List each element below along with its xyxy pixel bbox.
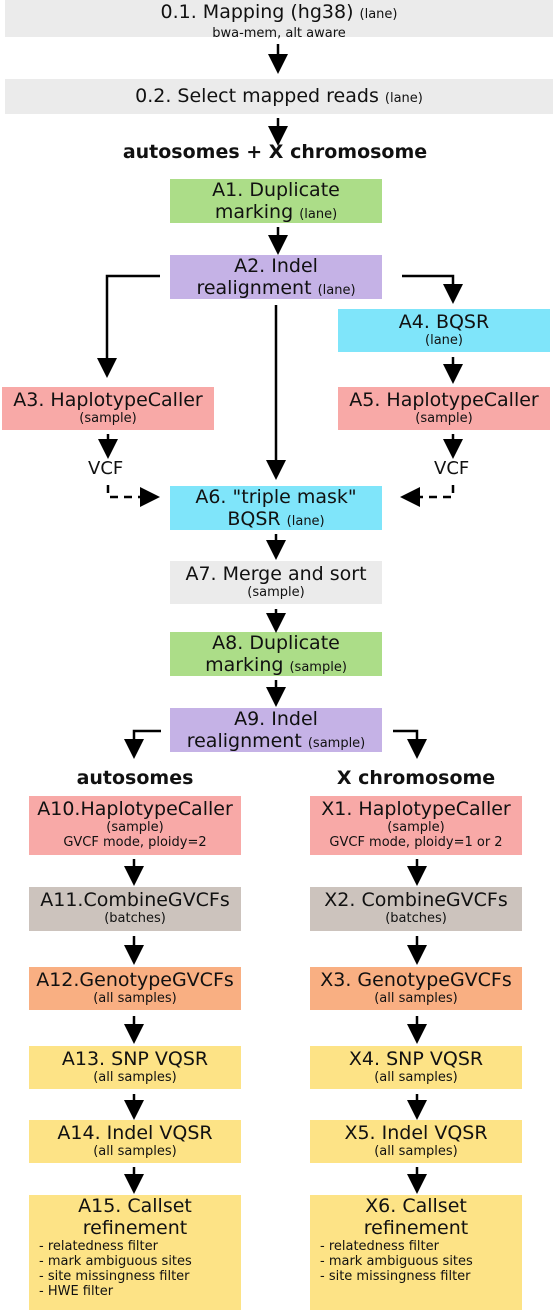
step-select-mapped-tag: (lane) xyxy=(384,91,423,106)
step-a13-snp-vqsr: A13. SNP VQSR (all samples) xyxy=(29,1046,241,1089)
step-select-mapped-title: 0.2. Select mapped reads xyxy=(135,85,379,107)
step-a11-combinegvcfs: A11.CombineGVCFs (batches) xyxy=(29,887,241,931)
x3-title: X3. GenotypeGVCFs xyxy=(320,969,512,991)
heading-x-chromosome: X chromosome xyxy=(336,767,496,789)
a1-tag: (lane) xyxy=(299,207,338,222)
vcf-right-label: VCF xyxy=(434,458,470,479)
x2-title: X2. CombineGVCFs xyxy=(324,889,508,911)
arrow-vcf-left-to-a6 xyxy=(106,485,160,507)
step-a6-triple-mask-bqsr: A6. "triple mask" BQSR (lane) xyxy=(170,486,382,530)
a11-title: A11.CombineGVCFs xyxy=(40,889,230,911)
a15-line1: A15. Callset xyxy=(78,1195,192,1217)
step-mapping: 0.1. Mapping (hg38) (lane) bwa-mem, alt … xyxy=(5,0,553,41)
a6-tag: (lane) xyxy=(286,514,325,529)
step-mapping-sub: bwa-mem, alt aware xyxy=(212,26,346,41)
vcf-left-label: VCF xyxy=(88,458,124,479)
x4-title: X4. SNP VQSR xyxy=(348,1048,484,1070)
a13-sub: (all samples) xyxy=(93,1070,177,1085)
a7-title: A7. Merge and sort xyxy=(185,563,367,585)
a15-item: - mark ambiguous sites xyxy=(39,1254,192,1269)
a9-line2: realignment xyxy=(186,730,302,752)
step-x5-indel-vqsr: X5. Indel VQSR (all samples) xyxy=(310,1120,522,1163)
x5-title: X5. Indel VQSR xyxy=(344,1122,488,1144)
a10-sub2: GVCF mode, ploidy=2 xyxy=(63,835,207,850)
a1-line2: marking xyxy=(214,201,294,223)
step-a7-merge-sort: A7. Merge and sort (sample) xyxy=(170,561,382,604)
step-a3-haplotypecaller: A3. HaplotypeCaller (sample) xyxy=(2,387,214,430)
arrow-a9-to-autosomes xyxy=(124,729,161,759)
step-x3-genotypegvcfs: X3. GenotypeGVCFs (all samples) xyxy=(310,967,522,1010)
x6-item: - site missingness filter xyxy=(320,1269,471,1284)
step-a9-indel-realignment: A9. Indel realignment (sample) xyxy=(170,708,382,752)
x5-sub: (all samples) xyxy=(374,1144,458,1159)
x4-sub: (all samples) xyxy=(374,1070,458,1085)
a14-sub: (all samples) xyxy=(93,1144,177,1159)
x2-sub: (batches) xyxy=(385,911,447,926)
arrow-a9-to-x xyxy=(393,729,427,759)
x6-line1: X6. Callset xyxy=(365,1195,467,1217)
step-a8-duplicate-marking: A8. Duplicate marking (sample) xyxy=(170,632,382,676)
a10-title: A10.HaplotypeCaller xyxy=(37,798,233,820)
step-mapping-title: 0.1. Mapping (hg38) xyxy=(160,1,354,23)
a15-item: - HWE filter xyxy=(39,1284,114,1299)
a2-tag: (lane) xyxy=(317,283,356,298)
step-mapping-tag: (lane) xyxy=(359,7,398,22)
a5-sub: (sample) xyxy=(415,411,473,426)
x3-sub: (all samples) xyxy=(374,991,458,1006)
arrow-a2-to-a3 xyxy=(97,274,160,378)
step-a5-haplotypecaller: A5. HaplotypeCaller (sample) xyxy=(338,387,550,430)
a4-sub: (lane) xyxy=(425,333,463,348)
step-x6-callset-refinement: X6. Callset refinement - relatedness fil… xyxy=(310,1195,522,1310)
a6-line2: BQSR xyxy=(227,508,281,530)
step-x4-snp-vqsr: X4. SNP VQSR (all samples) xyxy=(310,1046,522,1089)
x6-item: - relatedness filter xyxy=(320,1239,439,1254)
a10-sub: (sample) xyxy=(106,820,164,835)
heading-autosomes-x: autosomes + X chromosome xyxy=(122,141,428,163)
a3-title: A3. HaplotypeCaller xyxy=(13,389,203,411)
arrow-vcf-right-to-a6 xyxy=(400,485,455,507)
a11-sub: (batches) xyxy=(104,911,166,926)
arrow-a2-to-a4 xyxy=(402,274,463,304)
step-a10-haplotypecaller: A10.HaplotypeCaller (sample) GVCF mode, … xyxy=(29,796,241,855)
step-x1-haplotypecaller: X1. HaplotypeCaller (sample) GVCF mode, … xyxy=(310,796,522,855)
a12-title: A12.GenotypeGVCFs xyxy=(36,969,234,991)
a9-line1: A9. Indel xyxy=(234,708,318,730)
step-a4-bqsr: A4. BQSR (lane) xyxy=(338,309,550,352)
a4-title: A4. BQSR xyxy=(398,311,490,333)
step-a2-indel-realignment: A2. Indel realignment (lane) xyxy=(170,255,382,299)
step-a15-callset-refinement: A15. Callset refinement - relatedness fi… xyxy=(29,1195,241,1310)
a2-line2: realignment xyxy=(196,277,312,299)
a15-item: - relatedness filter xyxy=(39,1239,158,1254)
step-x2-combinegvcfs: X2. CombineGVCFs (batches) xyxy=(310,887,522,931)
step-select-mapped: 0.2. Select mapped reads (lane) xyxy=(5,79,553,114)
x1-title: X1. HaplotypeCaller xyxy=(321,798,511,820)
step-a12-genotypegvcfs: A12.GenotypeGVCFs (all samples) xyxy=(29,967,241,1010)
a15-item: - site missingness filter xyxy=(39,1269,190,1284)
x6-line2: refinement xyxy=(363,1217,469,1239)
a8-tag: (sample) xyxy=(289,660,347,675)
a14-title: A14. Indel VQSR xyxy=(57,1122,213,1144)
a15-line2: refinement xyxy=(82,1217,188,1239)
a13-title: A13. SNP VQSR xyxy=(61,1048,209,1070)
step-a14-indel-vqsr: A14. Indel VQSR (all samples) xyxy=(29,1120,241,1163)
a3-sub: (sample) xyxy=(79,411,137,426)
a2-line1: A2. Indel xyxy=(234,255,318,277)
x1-sub: (sample) xyxy=(387,820,445,835)
x6-item: - mark ambiguous sites xyxy=(320,1254,473,1269)
a8-line2: marking xyxy=(205,654,284,676)
a5-title: A5. HaplotypeCaller xyxy=(349,389,539,411)
a1-line1: A1. Duplicate xyxy=(212,179,340,201)
x1-sub2: GVCF mode, ploidy=1 or 2 xyxy=(329,835,503,850)
heading-autosomes: autosomes xyxy=(76,767,194,789)
step-a1-duplicate-marking: A1. Duplicate marking (lane) xyxy=(170,179,382,223)
a9-tag: (sample) xyxy=(307,736,366,751)
a7-sub: (sample) xyxy=(247,585,305,600)
a8-line1: A8. Duplicate xyxy=(212,632,340,654)
a6-line1: A6. "triple mask" xyxy=(195,486,357,508)
a12-sub: (all samples) xyxy=(93,991,177,1006)
